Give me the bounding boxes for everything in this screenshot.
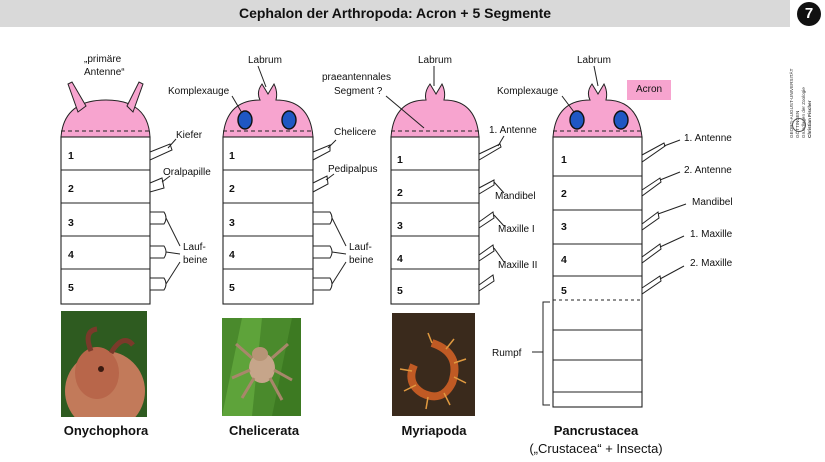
slide-number-badge: 7 bbox=[797, 2, 821, 26]
onychophora-body bbox=[60, 81, 181, 305]
onychophora-kiefer bbox=[149, 143, 173, 161]
svg-text:Segment ?: Segment ? bbox=[334, 86, 383, 97]
label-maxille1-myriapoda: Maxille I bbox=[498, 224, 535, 235]
pancrustacea-body bbox=[532, 65, 687, 408]
label-antenne1-pancrustacea: 1. Antenne bbox=[684, 133, 732, 144]
myriapoda-maxille1 bbox=[478, 211, 495, 229]
pancrustacea-maxille2 bbox=[641, 275, 662, 295]
label-mandibel-pancrustacea: Mandibel bbox=[692, 197, 733, 208]
svg-text:1: 1 bbox=[229, 150, 235, 162]
onychophora-photo bbox=[61, 311, 147, 417]
pancrustacea-eye-right bbox=[613, 110, 629, 130]
svg-text:4: 4 bbox=[229, 249, 235, 261]
chelicerata-photo bbox=[222, 318, 301, 416]
svg-text:5: 5 bbox=[397, 285, 403, 297]
myriapoda-mandibel bbox=[478, 179, 495, 195]
svg-text:3: 3 bbox=[229, 217, 235, 229]
seal-icon bbox=[792, 118, 806, 132]
chelicerata-pedipalpus bbox=[312, 175, 329, 193]
svg-text:3: 3 bbox=[397, 220, 403, 232]
svg-text:beine: beine bbox=[183, 255, 208, 266]
myriapoda-body bbox=[385, 66, 505, 305]
onychophora-oralpapille bbox=[149, 177, 165, 193]
svg-text:beine: beine bbox=[349, 255, 374, 266]
label-kiefer: Kiefer bbox=[176, 130, 203, 141]
chelicerata-eye-left bbox=[237, 110, 253, 130]
myriapoda-maxille2 bbox=[478, 244, 495, 262]
svg-text:4: 4 bbox=[561, 254, 567, 266]
svg-text:1: 1 bbox=[68, 150, 74, 162]
onychophora-acron bbox=[60, 99, 151, 138]
svg-text:5: 5 bbox=[68, 282, 74, 294]
svg-text:3: 3 bbox=[561, 221, 567, 233]
svg-text:1: 1 bbox=[561, 154, 567, 166]
label-komplexauge-pancrustacea: Komplexauge bbox=[497, 86, 559, 97]
label-praeantennal: praeantennales bbox=[322, 72, 391, 83]
onychophora-antenna-left bbox=[67, 81, 87, 113]
myriapoda-antenna1 bbox=[478, 143, 502, 161]
slide-title: Cephalon der Arthropoda: Acron + 5 Segme… bbox=[238, 5, 552, 21]
acron-highlight: Acron bbox=[627, 80, 671, 100]
taxon-pancrustacea: Pancrustacea bbox=[553, 423, 639, 438]
label-mandibel-myriapoda: Mandibel bbox=[495, 191, 536, 202]
svg-text:2: 2 bbox=[229, 183, 235, 195]
label-chelicere: Chelicere bbox=[334, 127, 377, 138]
label-oralpapille: Oralpapille bbox=[163, 167, 211, 178]
chelicerata-eye-right bbox=[281, 110, 297, 130]
svg-text:2: 2 bbox=[561, 188, 567, 200]
myriapoda-photo bbox=[392, 313, 475, 416]
label-laufbeine-chelicerata: Lauf- bbox=[349, 242, 372, 253]
rumpf-bracket bbox=[542, 301, 550, 406]
myriapoda-acron bbox=[390, 82, 480, 138]
svg-text:Antenne“: Antenne“ bbox=[84, 67, 125, 78]
label-acron: Acron bbox=[635, 84, 663, 95]
segment-numbers: 1 2 3 4 5 1 2 3 4 5 1 2 3 4 5 1 2 3 4 5 bbox=[68, 150, 567, 297]
pancrustacea-antenna2 bbox=[641, 177, 662, 197]
svg-text:2: 2 bbox=[68, 183, 74, 195]
svg-text:5: 5 bbox=[561, 285, 567, 297]
label-maxille1-pancrustacea: 1. Maxille bbox=[690, 229, 733, 240]
label-labrum-myriapoda: Labrum bbox=[418, 55, 452, 66]
svg-text:4: 4 bbox=[68, 249, 74, 261]
chelicerata-chelicere bbox=[312, 144, 331, 161]
onychophora-antenna-label: „primäre bbox=[84, 54, 122, 65]
label-labrum-chelicerata: Labrum bbox=[248, 55, 282, 66]
pancrustacea-mandibel bbox=[641, 211, 660, 231]
taxon-pancrustacea-subtitle: („Crustacea“ + Insecta) bbox=[529, 441, 663, 456]
label-rumpf: Rumpf bbox=[492, 348, 522, 359]
label-laufbeine-onychophora: Lauf- bbox=[183, 242, 206, 253]
chelicerata-body bbox=[222, 65, 347, 305]
svg-text:5: 5 bbox=[229, 282, 235, 294]
taxon-onychophora: Onychophora bbox=[63, 423, 149, 438]
svg-text:2: 2 bbox=[397, 187, 403, 199]
label-antenne1-myriapoda: 1. Antenne bbox=[489, 125, 537, 136]
title-banner bbox=[0, 0, 790, 27]
label-maxille2-myriapoda: Maxille II bbox=[498, 260, 537, 271]
taxon-myriapoda: Myriapoda bbox=[401, 423, 467, 438]
label-komplexauge-chelicerata: Komplexauge bbox=[168, 86, 230, 97]
label-labrum-pancrustacea: Labrum bbox=[577, 55, 611, 66]
pancrustacea-antenna1 bbox=[641, 142, 666, 163]
pancrustacea-eye-left bbox=[569, 110, 585, 130]
label-pedipalpus: Pedipalpus bbox=[328, 164, 377, 175]
chelicerata-acron bbox=[222, 82, 314, 138]
svg-text:1: 1 bbox=[397, 154, 403, 166]
taxon-chelicerata: Chelicerata bbox=[228, 423, 300, 438]
svg-text:3: 3 bbox=[68, 217, 74, 229]
label-maxille2-pancrustacea: 2. Maxille bbox=[690, 258, 733, 269]
svg-text:4: 4 bbox=[397, 253, 403, 265]
pancrustacea-maxille1 bbox=[641, 243, 662, 264]
onychophora-antenna-right bbox=[126, 81, 144, 113]
label-antenne2-pancrustacea: 2. Antenne bbox=[684, 165, 732, 176]
